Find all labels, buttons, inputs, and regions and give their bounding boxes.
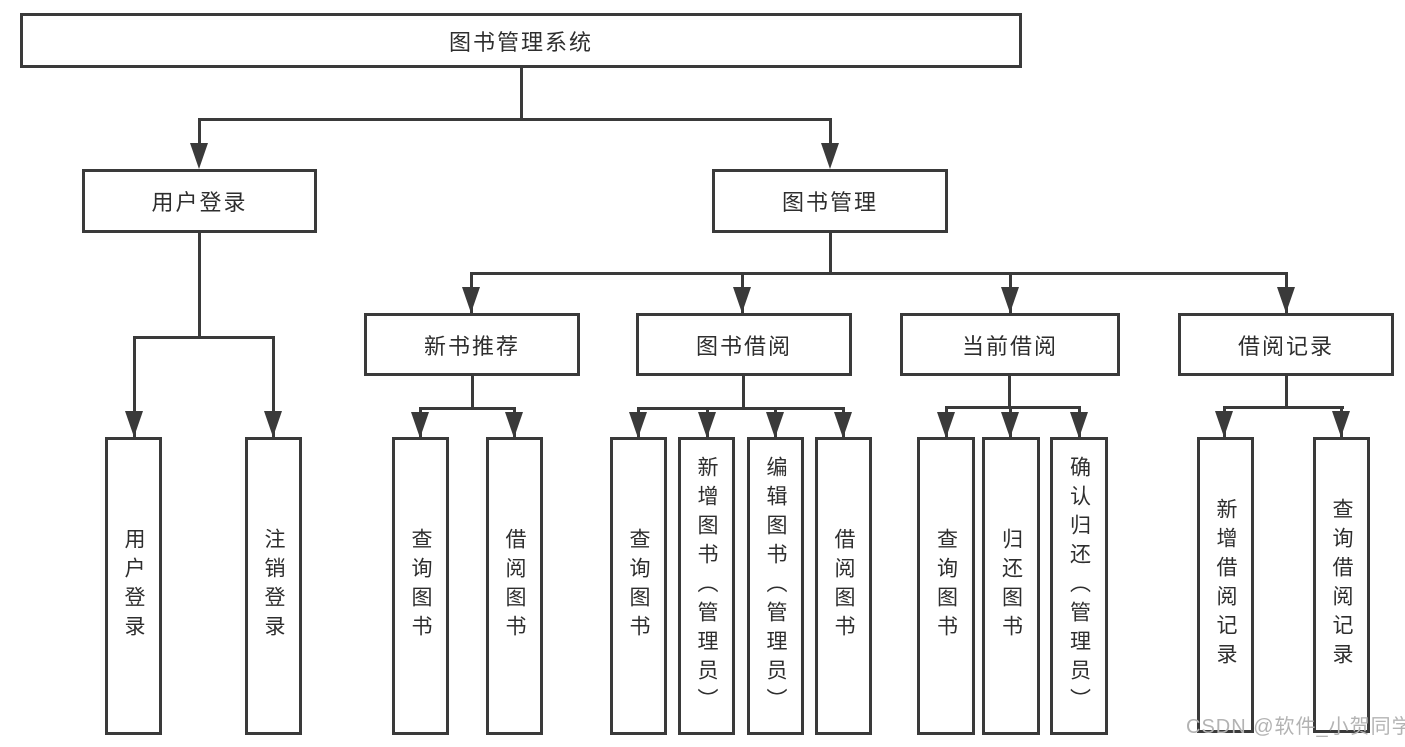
- connector-stem-leaf-login: [133, 336, 136, 437]
- leaf-recommend-query-books: 查询图书: [392, 437, 449, 735]
- node-root: 图书管理系统: [20, 13, 1022, 68]
- leaf-current-confirm-return-admin: 确认归还（管理员）: [1050, 437, 1108, 735]
- arrowhead-new-book: [462, 287, 480, 313]
- arrowhead-newbook-borrow: [505, 412, 523, 438]
- leaf-current-confirm-return-admin-label: 确认归还（管理员）: [1067, 455, 1091, 717]
- connector-login-bus: [133, 336, 275, 339]
- connector-newbook-bus: [419, 407, 516, 410]
- connector-borrowing-bus: [637, 407, 845, 410]
- node-borrowing-records: 借阅记录: [1178, 313, 1394, 376]
- connector-current-bus: [945, 406, 1081, 409]
- connector-mgmt-stem: [829, 233, 832, 272]
- node-user-login: 用户登录: [82, 169, 317, 233]
- arrowhead-leaf-login: [125, 411, 143, 437]
- connector-level3-bus: [470, 272, 1288, 275]
- leaf-current-query-books-label: 查询图书: [934, 528, 958, 644]
- arrowhead-current-query: [937, 412, 955, 438]
- leaf-borrow-query-books-label: 查询图书: [627, 528, 650, 644]
- arrowhead-borrowing-records: [1277, 287, 1295, 313]
- leaf-recommend-borrow-books-label: 借阅图书: [503, 528, 526, 644]
- connector-level2-bus: [198, 118, 832, 121]
- leaf-borrow-add-books-admin: 新增图书（管理员）: [678, 437, 735, 735]
- connector-newbook-stem: [471, 376, 474, 407]
- arrowhead-current-return: [1001, 412, 1019, 438]
- leaf-records-add-record: 新增借阅记录: [1197, 437, 1254, 733]
- connector-current-stem: [1008, 376, 1011, 407]
- leaf-current-return-books: 归还图书: [982, 437, 1040, 735]
- arrowhead-user-login: [190, 143, 208, 169]
- leaf-borrow-query-books: 查询图书: [610, 437, 667, 735]
- connector-root-stem: [520, 68, 523, 118]
- arrowhead-current-confirm: [1070, 412, 1088, 438]
- node-book-management: 图书管理: [712, 169, 948, 233]
- arrowhead-newbook-query: [411, 412, 429, 438]
- node-current-borrowing: 当前借阅: [900, 313, 1120, 376]
- connector-stem-book-management: [829, 118, 832, 163]
- connector-stem-user-login: [198, 118, 201, 163]
- connector-login-stem: [198, 233, 201, 336]
- watermark-text: CSDN @软件_小贺同学: [1186, 716, 1405, 738]
- arrowhead-borrowing-borrow: [834, 412, 852, 438]
- arrowhead-borrowing-query: [629, 412, 647, 438]
- arrowhead-current-borrowing: [1001, 287, 1019, 313]
- arrowhead-borrowing-edit: [766, 412, 784, 438]
- leaf-user-login: 用户登录: [105, 437, 162, 735]
- arrowhead-leaf-logout: [264, 411, 282, 437]
- leaf-borrow-add-books-admin-label: 新增图书（管理员）: [695, 455, 718, 717]
- leaf-logout: 注销登录: [245, 437, 302, 735]
- connector-records-stem: [1285, 376, 1288, 406]
- arrowhead-book-management: [821, 143, 839, 169]
- leaf-records-add-record-label: 新增借阅记录: [1214, 498, 1237, 672]
- leaf-current-return-books-label: 归还图书: [999, 528, 1023, 644]
- arrowhead-book-borrowing: [733, 287, 751, 313]
- node-book-borrowing: 图书借阅: [636, 313, 852, 376]
- arrowhead-borrowing-add: [698, 412, 716, 438]
- leaf-borrow-edit-books-admin-label: 编辑图书（管理员）: [764, 455, 787, 717]
- node-new-book-recommendation: 新书推荐: [364, 313, 580, 376]
- leaf-user-login-label: 用户登录: [122, 528, 145, 644]
- leaf-recommend-query-books-label: 查询图书: [409, 528, 432, 644]
- connector-borrowing-stem: [742, 376, 745, 407]
- connector-stem-leaf-logout: [272, 336, 275, 437]
- connector-records-bus: [1223, 406, 1344, 409]
- leaf-borrow-edit-books-admin: 编辑图书（管理员）: [747, 437, 804, 735]
- leaf-current-query-books: 查询图书: [917, 437, 975, 735]
- leaf-recommend-borrow-books: 借阅图书: [486, 437, 543, 735]
- leaf-borrow-borrow-books-label: 借阅图书: [832, 528, 855, 644]
- arrowhead-records-query: [1332, 411, 1350, 437]
- arrowhead-records-add: [1215, 411, 1233, 437]
- leaf-borrow-borrow-books: 借阅图书: [815, 437, 872, 735]
- leaf-logout-label: 注销登录: [262, 528, 285, 644]
- leaf-records-query-record: 查询借阅记录: [1313, 437, 1370, 733]
- leaf-records-query-record-label: 查询借阅记录: [1330, 498, 1353, 672]
